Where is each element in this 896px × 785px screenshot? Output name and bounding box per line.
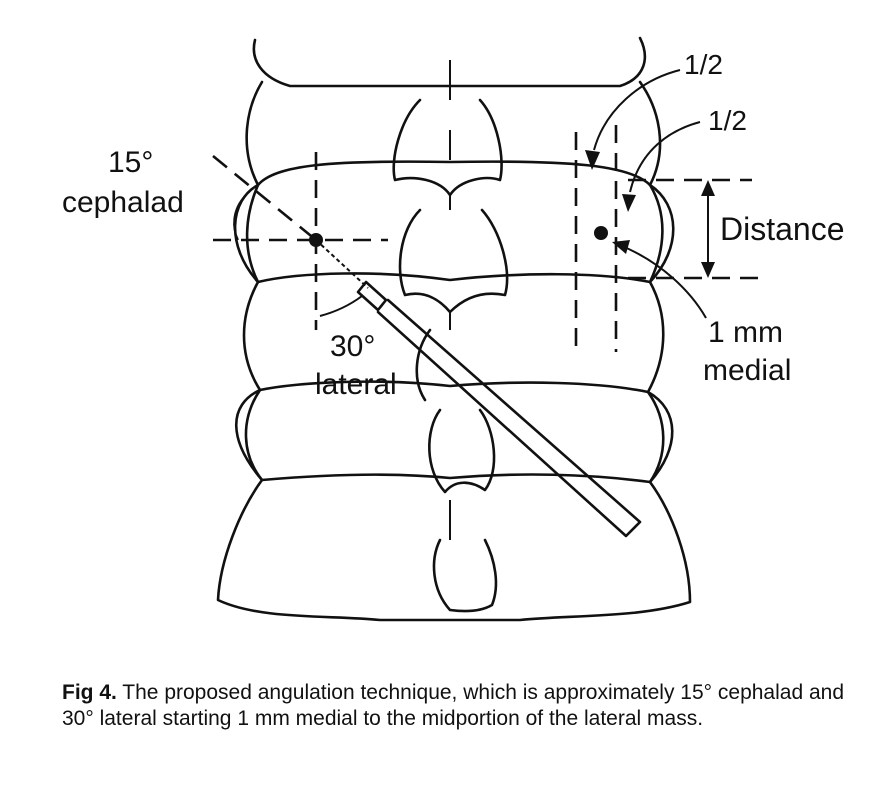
- left-guides: [212, 152, 388, 330]
- distance-arrow-down: [701, 262, 715, 278]
- figure-caption: Fig 4. The proposed angulation technique…: [62, 680, 862, 732]
- entry-point-dot: [309, 233, 323, 247]
- half-top-arrowhead: [585, 150, 600, 170]
- half-bottom-arrowhead: [622, 194, 636, 212]
- half-top-label: 1/2: [684, 49, 723, 80]
- cephalad-angle-arc: [233, 195, 246, 241]
- caption-prefix: Fig 4.: [62, 681, 117, 704]
- cephalad-word-label: cephalad: [62, 186, 184, 219]
- lateral-word-label: lateral: [315, 368, 397, 401]
- distance-label: Distance: [720, 211, 845, 247]
- lateral-angle-label: 30°: [330, 330, 375, 363]
- medial-amount-label: 1 mm: [708, 316, 783, 349]
- drill-tip: [315, 239, 369, 289]
- cephalad-angle-label: 15°: [108, 146, 153, 179]
- distance-arrow-up: [701, 180, 715, 196]
- drill-collar: [356, 280, 388, 312]
- medial-arrow: [621, 245, 707, 319]
- half-bottom-arrow: [629, 121, 701, 193]
- vertebra-outlines: [216, 36, 692, 622]
- half-bottom-label: 1/2: [708, 105, 747, 136]
- lateral-angle-arc: [319, 295, 363, 317]
- drill-shaft: [376, 298, 642, 538]
- half-top-arrow: [593, 69, 681, 151]
- caption-text: The proposed angulation technique, which…: [62, 681, 845, 730]
- start-point-dot: [594, 226, 608, 240]
- cephalad-angle-line: [212, 154, 317, 242]
- medial-word-label: medial: [703, 354, 791, 387]
- medial-arrowhead: [612, 240, 630, 254]
- spine-diagram: 15° cephalad 30° lateral 1/2 1/2 Distanc…: [62, 36, 845, 622]
- drill-instrument: [309, 233, 642, 538]
- right-guides: [574, 69, 760, 352]
